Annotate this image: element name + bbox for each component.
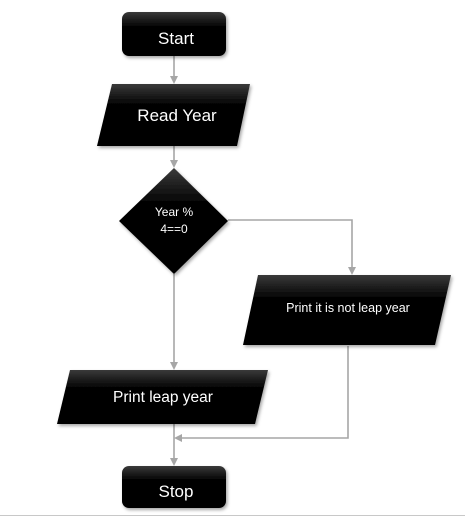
read-year-label: Read Year: [137, 106, 217, 125]
not-leap-parallelogram: [243, 275, 451, 345]
decision-diamond: [119, 168, 228, 274]
leap-node: Print leap year: [57, 370, 268, 424]
start-label: Start: [158, 29, 194, 48]
leap-parallelogram: [57, 370, 268, 424]
connectors: [170, 56, 356, 466]
start-node: Start: [122, 12, 226, 56]
stop-terminator-shape: [122, 466, 226, 508]
read-year-node: Read Year: [97, 84, 250, 146]
decision-label-line2: 4==0: [160, 222, 188, 236]
decision-node: Year % 4==0: [119, 168, 228, 274]
decision-label-line1: Year %: [155, 205, 194, 219]
stop-node: Stop: [122, 466, 226, 508]
stop-label: Stop: [159, 482, 194, 501]
read-year-parallelogram: [97, 84, 250, 146]
arrowhead-decision: [170, 160, 178, 168]
connector-decision-to-not-leap: [228, 219, 353, 267]
arrowhead-stop: [170, 458, 178, 466]
arrowhead-leap: [170, 362, 178, 370]
arrowhead-read: [170, 76, 178, 84]
arrowhead-not-leap: [348, 267, 356, 275]
connector-not-leap-to-merge: [182, 346, 349, 439]
arrowhead-merge: [174, 434, 182, 442]
leap-label: Print leap year: [113, 389, 213, 406]
not-leap-label: Print it is not leap year: [286, 301, 410, 315]
not-leap-node: Print it is not leap year: [243, 275, 451, 345]
start-terminator-shape: [122, 12, 226, 56]
